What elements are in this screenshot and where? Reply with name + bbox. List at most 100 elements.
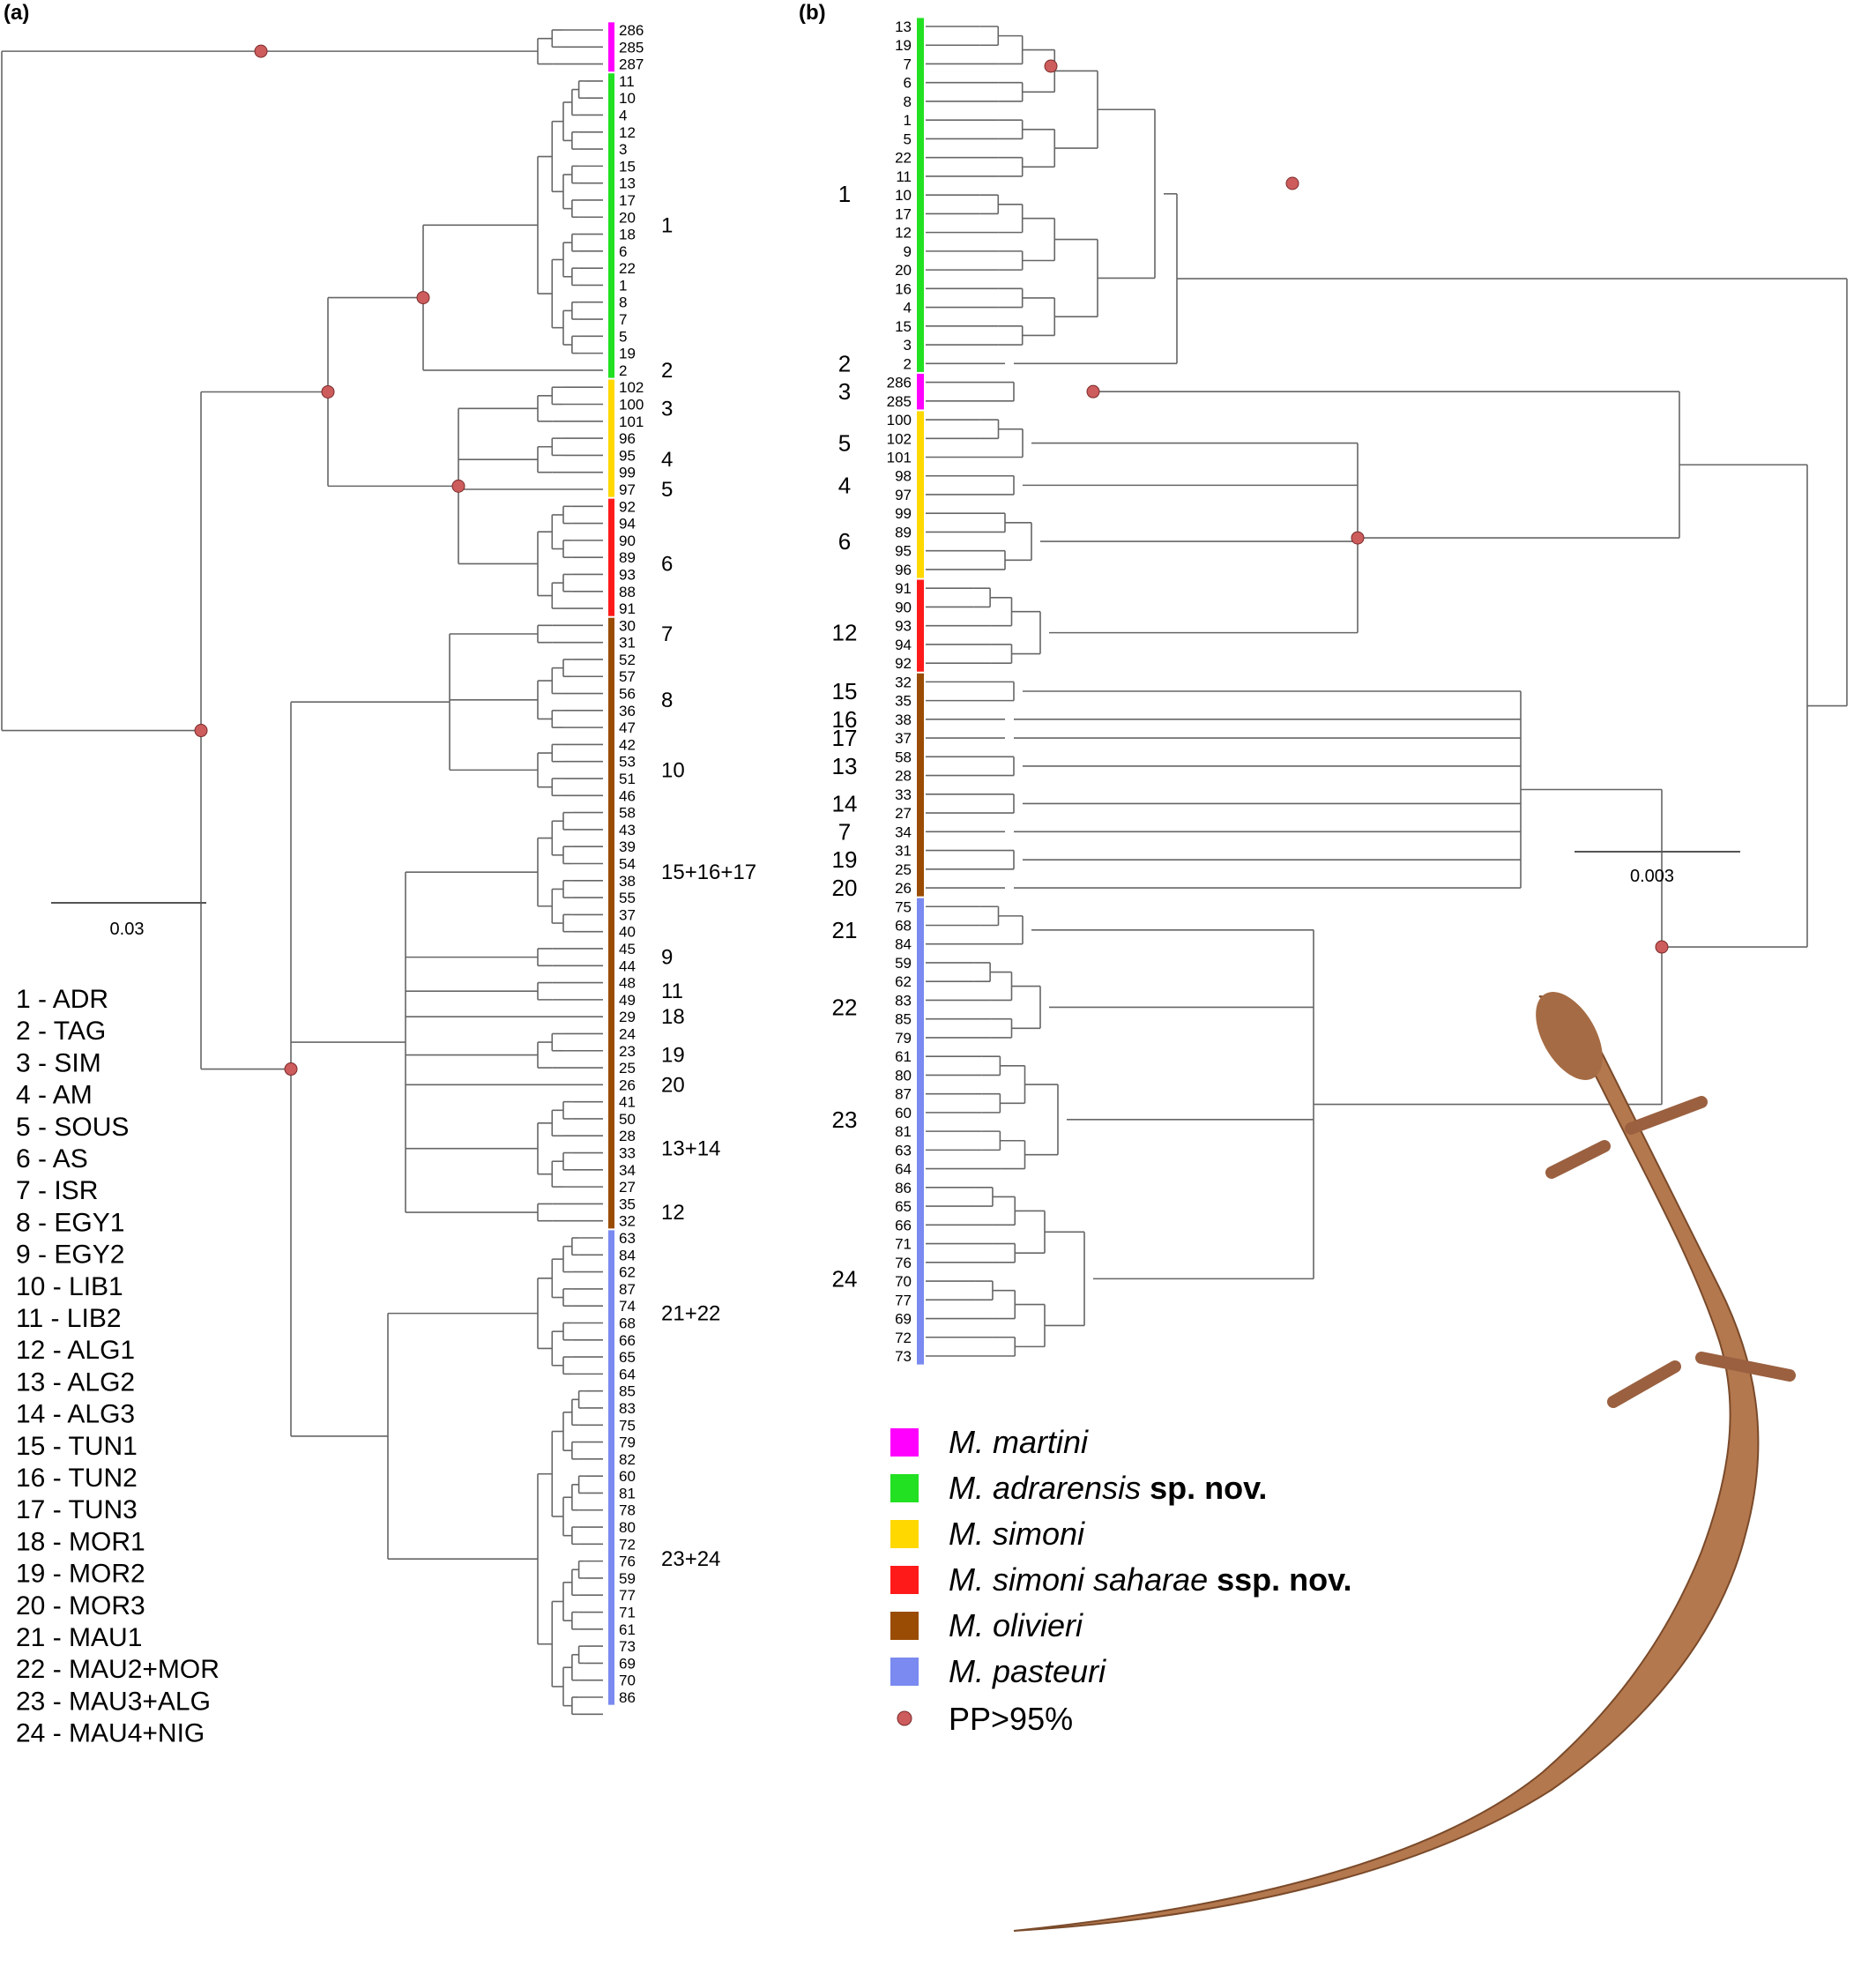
clade-label: 20	[661, 1073, 685, 1097]
clade-label: 15	[832, 678, 858, 704]
node-support-dot	[321, 384, 335, 399]
tip-label: 12	[619, 124, 636, 141]
tip-label: 38	[619, 873, 636, 890]
tip-label: 28	[895, 768, 912, 785]
clade-label: 24	[832, 1265, 858, 1292]
tip-label: 22	[619, 260, 636, 277]
clade-label: 1	[661, 213, 673, 237]
tip-color-bar	[608, 379, 614, 497]
tip-label: 20	[619, 209, 636, 226]
clade-label: 8	[661, 689, 673, 712]
tip-label: 73	[619, 1638, 636, 1655]
clade-label: 19	[832, 846, 858, 873]
tip-label: 102	[619, 379, 644, 396]
tip-label: 22	[895, 150, 912, 167]
node-support-dot	[1086, 384, 1100, 399]
tip-label: 91	[895, 580, 912, 597]
tip-color-bar	[917, 411, 924, 578]
tip-label: 27	[619, 1179, 636, 1196]
tip-label: 34	[895, 823, 912, 840]
tip-color-bar	[917, 373, 924, 410]
tip-label: 43	[619, 822, 636, 838]
node-support-dot	[1285, 176, 1299, 190]
tip-label: 8	[619, 294, 627, 311]
legend-swatch	[890, 1520, 919, 1548]
tip-label: 84	[895, 936, 912, 953]
tip-label: 3	[904, 337, 912, 354]
tip-label: 58	[895, 749, 912, 765]
lineage-list-item: 20 - MOR3	[16, 1591, 145, 1621]
tip-label: 75	[895, 898, 912, 915]
tip-label: 85	[895, 1011, 912, 1028]
tip-label: 42	[619, 736, 636, 753]
tip-label: 37	[619, 906, 636, 923]
tip-label: 6	[904, 75, 912, 92]
tip-label: 48	[619, 975, 636, 992]
tip-label: 52	[619, 652, 636, 668]
tip-label: 25	[619, 1060, 636, 1077]
legend-node-label: PP>95%	[949, 1701, 1073, 1737]
lineage-list-item: 18 - MOR1	[16, 1527, 145, 1556]
tip-label: 19	[619, 346, 636, 362]
clade-label: 13+14	[661, 1137, 720, 1161]
lineage-list-item: 15 - TUN1	[16, 1432, 138, 1461]
tip-label: 5	[619, 328, 627, 345]
lineage-list-item: 7 - ISR	[16, 1176, 98, 1205]
lizard-legs	[1545, 1096, 1796, 1408]
tip-label: 19	[895, 37, 912, 54]
lineage-list-item: 19 - MOR2	[16, 1560, 145, 1589]
tip-label: 74	[619, 1298, 636, 1315]
scale-label-b: 0.003	[1630, 867, 1674, 886]
lineage-list-item: 21 - MAU1	[16, 1623, 142, 1652]
tip-color-bar	[608, 1230, 614, 1705]
tip-label: 30	[619, 617, 636, 634]
clade-label: 22	[832, 994, 858, 1020]
lineage-list-item: 3 - SIM	[16, 1048, 101, 1077]
tip-label: 96	[895, 562, 912, 578]
tip-label: 60	[619, 1468, 636, 1485]
clade-label: 4	[661, 448, 673, 472]
legend-label: M. pasteuri	[949, 1653, 1106, 1689]
tip-label: 61	[619, 1621, 636, 1638]
scale-label-a: 0.03	[110, 920, 145, 939]
tip-label: 93	[895, 618, 912, 635]
panel-a-label: (a)	[4, 1, 29, 25]
tip-label: 94	[619, 516, 636, 533]
legend-label: M. adrarensis sp. nov.	[949, 1470, 1267, 1506]
tip-label: 286	[619, 22, 644, 39]
tip-label: 1	[904, 112, 912, 129]
tip-label: 7	[904, 56, 912, 72]
clade-label: 23+24	[661, 1547, 720, 1571]
tip-label: 45	[619, 941, 636, 957]
node-support-dot	[1044, 59, 1058, 73]
tip-label: 90	[619, 533, 636, 549]
node-support-dot	[254, 44, 268, 58]
tip-label: 50	[619, 1111, 636, 1128]
tip-label: 91	[619, 600, 636, 617]
clade-label: 15+16+17	[661, 861, 756, 884]
tip-label: 80	[895, 1067, 912, 1084]
lineage-list-item: 4 - AM	[16, 1081, 93, 1110]
legend-label: M. martini	[949, 1424, 1089, 1460]
tip-label: 64	[895, 1161, 912, 1178]
node-support-dot	[1351, 531, 1365, 545]
tip-label: 82	[619, 1451, 636, 1468]
tip-label: 2	[619, 362, 627, 379]
lineage-list-item: 8 - EGY1	[16, 1208, 124, 1237]
tip-label: 6	[619, 243, 627, 260]
lineage-list-item: 10 - LIB1	[16, 1272, 123, 1301]
clade-label: 5	[838, 430, 851, 457]
tip-label: 71	[895, 1236, 912, 1253]
clade-label: 7	[838, 818, 851, 845]
tip-label: 16	[895, 280, 912, 297]
tip-label: 41	[619, 1094, 636, 1111]
tip-label: 63	[895, 1142, 912, 1159]
tip-color-bar	[917, 18, 924, 372]
clade-label: 19	[661, 1044, 685, 1068]
clade-label: 17	[832, 725, 858, 751]
tip-label: 13	[619, 175, 636, 192]
tip-label: 100	[887, 412, 912, 428]
